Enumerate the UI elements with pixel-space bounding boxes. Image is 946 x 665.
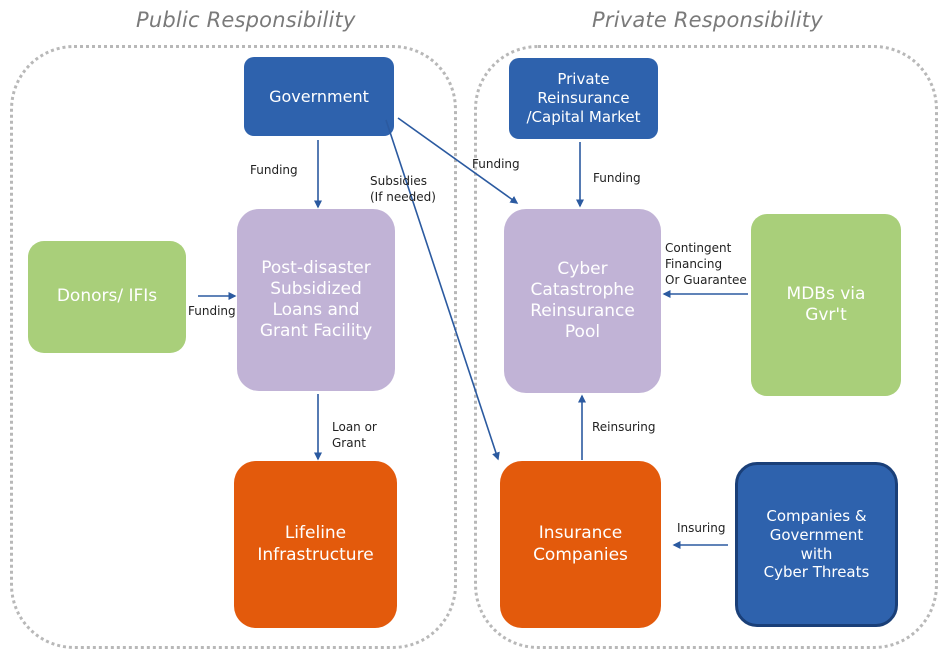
post-disaster-facility-label: Post-disaster Subsidized Loans and Grant… — [259, 257, 373, 342]
donors-node: Donors/ IFIs — [28, 241, 186, 353]
post-disaster-facility-node: Post-disaster Subsidized Loans and Grant… — [237, 209, 395, 391]
edge-label-gov-postdisaster: Funding — [250, 163, 298, 177]
public-region — [10, 45, 457, 649]
edge-label-gov-pool: Funding — [472, 157, 520, 171]
edge-label-postdisaster-lifeline: Loan or Grant — [332, 420, 377, 451]
government-label: Government — [269, 86, 369, 106]
lifeline-infrastructure-label: Lifeline Infrastructure — [257, 523, 374, 565]
arrow-gov-to-pool — [397, 117, 519, 204]
cyber-pool-label: Cyber Catastrophe Reinsurance Pool — [530, 258, 635, 343]
private-reinsurance-label: Private Reinsurance /Capital Market — [526, 70, 641, 126]
private-reinsurance-node: Private Reinsurance /Capital Market — [509, 58, 658, 139]
edge-label-insurance-pool: Reinsuring — [592, 420, 656, 434]
edge-label-donors-postdisaster: Funding — [188, 304, 236, 318]
edge-label-reinsurance-pool: Funding — [593, 171, 641, 185]
mdbs-label: MDBs via Gvr't — [786, 283, 866, 325]
edge-label-mdbs-pool: Contingent Financing Or Guarantee — [665, 241, 747, 288]
edge-label-gov-insurance: Subsidies (If needed) — [370, 174, 436, 205]
donors-label: Donors/ IFIs — [56, 286, 158, 307]
private-responsibility-title: Private Responsibility — [592, 8, 823, 32]
private-region — [474, 45, 938, 649]
companies-government-label: Companies & Government with Cyber Threat… — [763, 507, 870, 582]
mdbs-node: MDBs via Gvr't — [751, 214, 901, 396]
arrow-gov-to-insurance — [385, 119, 500, 461]
cyber-pool-node: Cyber Catastrophe Reinsurance Pool — [504, 209, 661, 393]
companies-government-node: Companies & Government with Cyber Threat… — [735, 462, 898, 627]
public-responsibility-title: Public Responsibility — [136, 8, 356, 32]
insurance-companies-label: Insurance Companies — [533, 523, 628, 565]
insurance-companies-node: Insurance Companies — [500, 461, 661, 628]
edge-label-companies-insurance: Insuring — [677, 521, 726, 535]
government-node: Government — [244, 57, 394, 136]
lifeline-infrastructure-node: Lifeline Infrastructure — [234, 461, 397, 628]
